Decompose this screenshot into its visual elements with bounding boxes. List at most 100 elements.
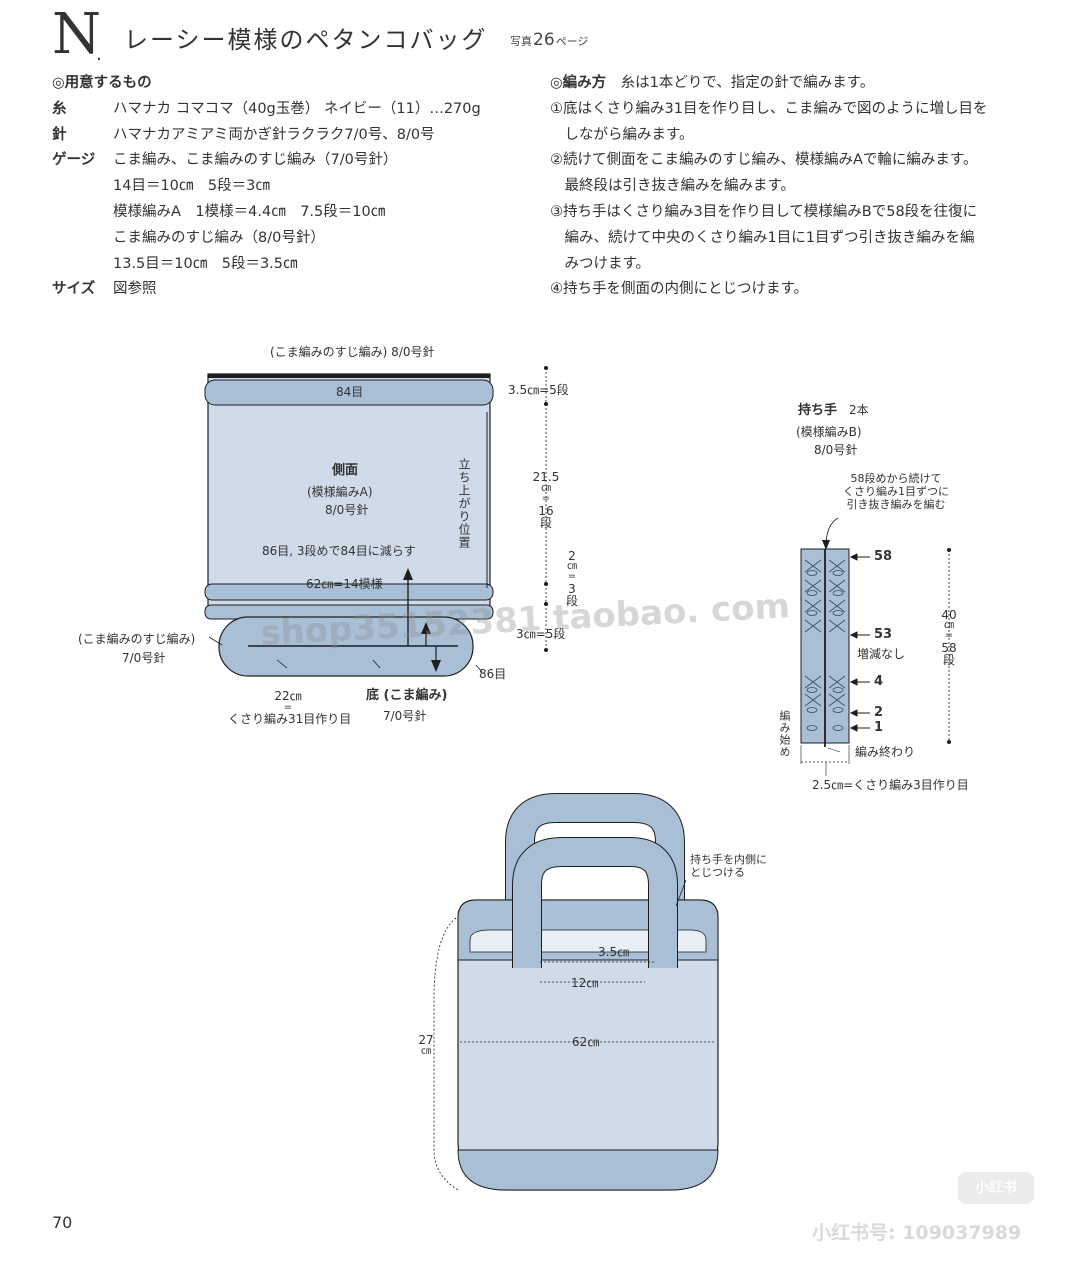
- method-line: みつけます。: [550, 256, 651, 272]
- mid-band-height-eq: =: [567, 571, 577, 583]
- handle-note: 58段めから続けて くさり編み1目ずつに 引き抜き編みを編む: [832, 472, 960, 512]
- handle-length-eq: =: [944, 630, 954, 642]
- side-panel: [207, 373, 491, 619]
- leader-line: [372, 659, 381, 669]
- side-top-edge: [208, 374, 490, 378]
- xhs-id-watermark: 小红书号: 109037989: [812, 1222, 1022, 1244]
- method-heading-note: 糸は1本どりで、指定の針で編みます。: [620, 75, 875, 91]
- side-height-rows: 16: [538, 503, 554, 518]
- handle-length-rows-unit: 段: [942, 652, 955, 667]
- handle-length: 40 ㎝ = 58 段: [937, 609, 961, 666]
- base-width-eq: =: [283, 701, 293, 713]
- dimension-dot: [544, 582, 548, 586]
- dimension-dot: [544, 366, 548, 370]
- arrow-head-down: [431, 660, 441, 672]
- method-line: ①底はくさり編み31目を作り目し、こま編みで図のように増し目を: [550, 101, 988, 117]
- handle-width-label: 2.5㎝=くさり編み3目作り目: [812, 778, 969, 792]
- needle-label: 針: [52, 127, 67, 143]
- method-line: ③持ち手はくさり編み3目を作り目して模様編みBで58段を往復に: [550, 204, 978, 220]
- bag-bottom-band: [457, 1149, 719, 1191]
- method-line: 編み、続けて中央のくさり編み1目に1目ずつ引き抜き編みを編: [550, 230, 975, 246]
- method-line: ④持ち手を側面の内側にとじつけます。: [550, 281, 809, 297]
- attach-note-line: とじつける: [690, 866, 745, 880]
- arrow-head-down: [822, 540, 830, 550]
- left-band-needle: 7/0号針: [122, 651, 166, 665]
- handle-note-line: くさり編み1目ずつに: [843, 485, 949, 499]
- photo-reference: 写真26ページ: [510, 30, 588, 50]
- materials-heading: ◎用意するもの: [52, 75, 152, 91]
- size-value: 図参照: [113, 281, 157, 297]
- needle-value: ハマナカアミアミ両かぎ針ラクラク7/0号、8/0号: [113, 127, 435, 143]
- mid-band-height-unit: ㎝: [567, 561, 577, 573]
- decrease-note: 86目, 3段めで84目に減らす: [262, 544, 416, 558]
- handle-length-value: 40: [941, 608, 957, 622]
- method-line: 最終段は引き抜き編みを編みます。: [550, 178, 796, 194]
- side-height-rows-unit: 段: [539, 516, 552, 531]
- base-width-value: 22㎝: [274, 689, 302, 703]
- handle-length-rows: 58: [941, 640, 957, 655]
- gauge-line: 13.5目＝10㎝ 5段＝3.5㎝: [113, 256, 298, 272]
- mid-band-height-value: 2: [568, 549, 576, 563]
- leader-line: [276, 659, 288, 669]
- method-line: しながら編みます。: [550, 127, 694, 143]
- top-band-height: 3.5㎝=5段: [508, 383, 569, 397]
- handle-pattern: (模様編みB): [796, 425, 862, 439]
- side-needle: 8/0号針: [325, 503, 369, 517]
- page-number: 70: [52, 1213, 73, 1232]
- dimension-dot: [544, 402, 548, 406]
- method-heading: ◎編み方: [550, 75, 607, 91]
- handle-note-line: 引き抜き編みを編む: [846, 498, 946, 512]
- side-height-unit: ㎝: [541, 482, 551, 494]
- row-label-4: 4: [874, 674, 884, 689]
- arrow-head-up: [403, 568, 413, 580]
- mid-band-height-rows: 3: [568, 581, 576, 596]
- arrow-head-up: [421, 622, 431, 634]
- no-change-label: 増減なし: [857, 647, 906, 661]
- base-count: 86目: [479, 667, 507, 681]
- handle-title: 持ち手: [798, 403, 838, 418]
- mid-band-height: 2 ㎝ = 3 段: [561, 550, 583, 607]
- handle-length-unit: ㎝: [944, 620, 954, 632]
- photo-suffix: ページ: [555, 35, 589, 48]
- side-height: 21.5 ㎝ = 16 段: [528, 471, 564, 530]
- pattern-letter: N: [52, 2, 101, 67]
- top-band-count: 84目: [336, 385, 364, 399]
- row-label-58: 58: [874, 549, 893, 564]
- row-label-53: 53: [874, 627, 893, 642]
- bag-height-value: 27: [418, 1033, 434, 1047]
- yarn-label: 糸: [52, 101, 67, 117]
- side-title: 側面: [332, 463, 359, 478]
- gauge-line: 模様編みA 1模様＝4.4㎝ 7.5段＝10㎝: [113, 204, 386, 220]
- side-pattern: (模様編みA): [307, 485, 373, 499]
- bag-width-label: 62㎝: [572, 1035, 600, 1049]
- base-title: 底 (こま編み): [366, 688, 448, 703]
- rim-depth-label: 3.5㎝: [598, 945, 630, 959]
- top-band: [204, 379, 494, 406]
- start-label: 編み始め: [778, 710, 791, 758]
- gauge-line: こま編み、こま編みのすじ編み（7/0号針）: [113, 152, 398, 168]
- leader-line: [475, 664, 483, 673]
- dimension-dot: [544, 648, 548, 652]
- handle-needle: 8/0号針: [814, 443, 858, 457]
- mid-band-height-rows-unit: 段: [565, 593, 578, 608]
- handle-gap-label: 12㎝: [571, 976, 599, 990]
- stand-position-label: 立ち上がり位置: [457, 458, 471, 549]
- xhs-logo-watermark: 小红书: [958, 1172, 1034, 1204]
- gauge-line: こま編みのすじ編み（8/0号針）: [113, 230, 325, 246]
- side-height-value: 21.5: [532, 470, 560, 484]
- leader-line: [827, 747, 841, 753]
- gauge-line: 14目＝10㎝ 5段＝3㎝: [113, 178, 270, 194]
- base-width: 22㎝ = くさり編み31目作り目: [228, 689, 351, 726]
- page-title: レーシー模様のペタンコバッグ: [124, 26, 488, 54]
- dimension-dot: [544, 602, 548, 606]
- left-band-label: (こま編みのすじ編み): [78, 632, 196, 646]
- attach-note: 持ち手を内側に とじつける: [690, 853, 767, 879]
- pattern-letter-dot: .: [96, 44, 102, 65]
- handle-stitch-marks: [804, 559, 846, 731]
- attach-note-line: 持ち手を内側に: [690, 853, 767, 866]
- base-needle: 7/0号針: [383, 709, 427, 723]
- handle-title-row: 持ち手 2本: [798, 403, 869, 419]
- bag-height-line: [433, 917, 459, 1191]
- gauge-label: ゲージ: [52, 152, 96, 168]
- mid-band: [204, 583, 494, 601]
